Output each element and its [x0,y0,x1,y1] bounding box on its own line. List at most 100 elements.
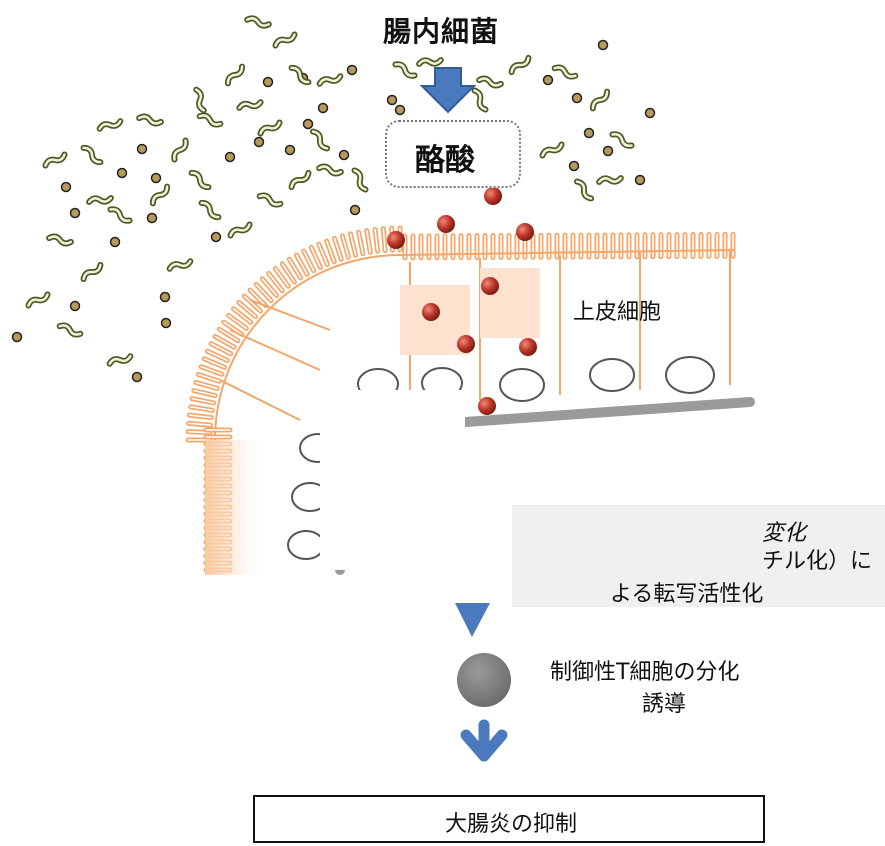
butyrate-molecule [387,231,405,249]
rod-bacterium [236,99,264,111]
villus-core [274,267,290,288]
rod-bacterium [573,178,595,202]
rod-bacterium [476,75,504,89]
coccus-bacterium [253,136,265,148]
villus-core [210,342,232,355]
villus-core [218,328,239,342]
rod-bacterium-body [259,121,281,135]
rod-bacterium [80,144,104,166]
rod-bacterium-body [58,324,82,336]
butyrate-molecule [422,303,440,321]
rod-bacterium-body [27,293,49,307]
villus-core [341,235,350,258]
coccus-bacterium [224,151,236,163]
butyrate-molecule [516,223,534,241]
mask-region [465,436,760,496]
coccus-bacterium [583,127,595,139]
rod-bacterium-body [200,201,220,219]
rod-bacterium-body [82,263,102,281]
rod-bacterium-body [597,176,623,184]
coccus-bacterium [131,371,143,383]
rod-bacterium-body [108,354,132,366]
villus-core [295,254,308,276]
rod-bacterium [256,192,284,208]
coccus-bacterium [542,74,554,86]
blue-down-arrow-icon [455,603,490,637]
villus-core [249,289,267,307]
rod-bacterium-body [245,17,271,27]
rod-bacterium [188,169,212,191]
coccus-bacterium [346,64,358,76]
butyrate-molecules [387,187,537,415]
nucleus [287,530,325,560]
coccus-bacterium [159,291,171,303]
rod-bacterium [551,64,579,80]
rod-bacterium [609,131,635,149]
coccus-bacterium [210,231,222,243]
coccus-bacterium [109,236,121,248]
butyrate-molecule [457,335,475,353]
rod-bacterium [198,199,222,221]
epigenetic-label-line1: 変化 [762,521,807,546]
rod-bacterium [416,57,444,67]
villus-core [197,373,221,383]
rod-bacterium-body [229,223,251,237]
villus-core [227,314,248,330]
rod-bacterium [257,119,283,137]
gut-bacteria-cluster [11,15,656,383]
mask-region [320,390,465,570]
villus-core [243,295,262,312]
butyrate-molecule [478,397,496,415]
rod-bacterium-body [510,56,530,74]
epithelium-surface-line [214,249,736,441]
rod-bacterium [80,261,104,283]
rod-bacterium [244,15,272,29]
blue-down-arrow-icon [419,67,477,114]
rod-bacterium [539,141,565,159]
villus-core [206,350,229,362]
coccus-bacterium [394,104,406,116]
coccus-bacterium [160,317,172,329]
nucleus [589,358,635,392]
rod-bacterium [272,31,298,49]
rod-bacterium-body [87,196,113,204]
rod-bacterium [107,206,133,224]
cell-border [249,299,331,331]
coccus-bacterium [116,167,128,179]
villus-core [357,231,364,255]
villus-core [214,335,236,348]
rod-bacterium [288,64,312,86]
rod-bacterium [351,167,369,193]
coccus-bacterium [568,160,580,172]
cell-nuclei [287,356,715,560]
rod-bacterium [589,88,611,112]
coccus-bacterium [302,118,314,130]
rod-bacterium [171,137,189,163]
rod-bacterium [149,183,171,207]
rod-bacterium [25,291,51,309]
butyrate-molecule [484,187,502,205]
rod-bacterium [196,112,224,128]
coccus-bacterium [317,102,329,114]
coccus-bacterium [136,143,148,155]
villus-core [325,240,336,263]
villus-core [188,414,213,419]
rod-bacterium-body [98,119,122,131]
rod-bacterium [46,233,74,247]
rod-bacterium [56,322,84,338]
villus-core [187,422,212,426]
rod-bacterium-body [541,143,563,157]
gut-bacteria-title: 腸内細菌 [383,15,500,48]
villus-core [302,250,315,272]
coccus-bacterium [602,145,614,157]
epigenetic-label-line2: チル化）に [762,549,873,574]
butyrate-box [385,120,521,188]
rod-bacterium-body [477,77,503,87]
villus-core [189,406,214,412]
villus-core [200,365,223,376]
rod-bacterium [288,169,312,191]
rod-bacterium-body [198,114,222,126]
rod-bacterium-body [311,130,329,150]
coccus-bacterium [60,181,72,193]
villus-core [191,397,215,404]
